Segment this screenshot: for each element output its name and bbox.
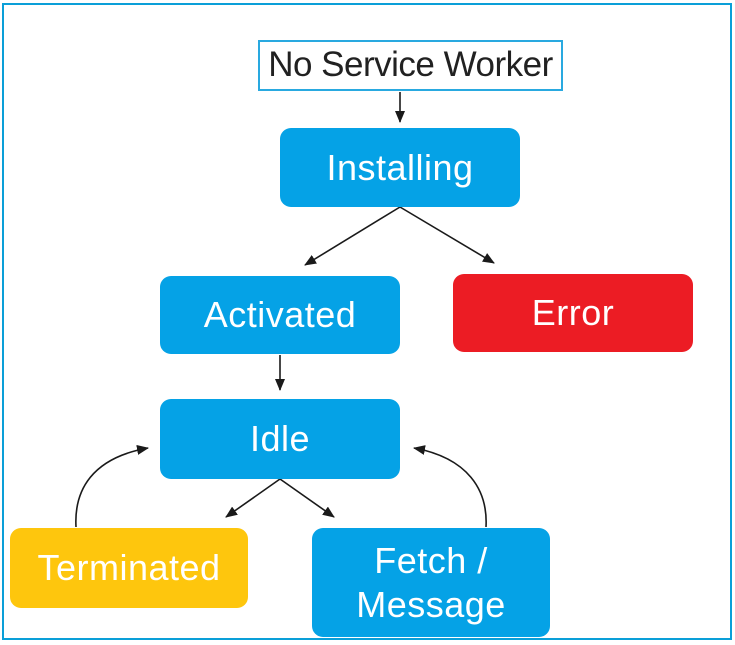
edge-fetch-message-to-idle xyxy=(413,445,487,528)
edge-terminated-to-idle xyxy=(75,445,149,528)
node-error-label: Error xyxy=(531,292,615,334)
node-activated-label: Activated xyxy=(203,294,357,336)
node-installing-label: Installing xyxy=(326,146,474,188)
edge-installing-to-error xyxy=(399,206,495,264)
node-activated: Activated xyxy=(160,276,400,354)
node-no-service-worker-label: No Service Worker xyxy=(268,45,553,85)
edge-idle-to-fetch-message xyxy=(279,478,335,518)
node-idle: Idle xyxy=(160,399,400,479)
node-fetch-message-label: Fetch / Message xyxy=(356,539,506,625)
edge-installing-to-activated xyxy=(304,206,401,266)
edge-idle-to-terminated xyxy=(225,478,281,518)
node-idle-label: Idle xyxy=(249,418,311,460)
node-terminated-label: Terminated xyxy=(37,547,221,589)
node-fetch-message: Fetch / Message xyxy=(312,528,550,637)
node-installing: Installing xyxy=(280,128,520,207)
node-terminated: Terminated xyxy=(10,528,248,608)
node-no-service-worker: No Service Worker xyxy=(258,40,563,91)
node-error: Error xyxy=(453,274,693,352)
